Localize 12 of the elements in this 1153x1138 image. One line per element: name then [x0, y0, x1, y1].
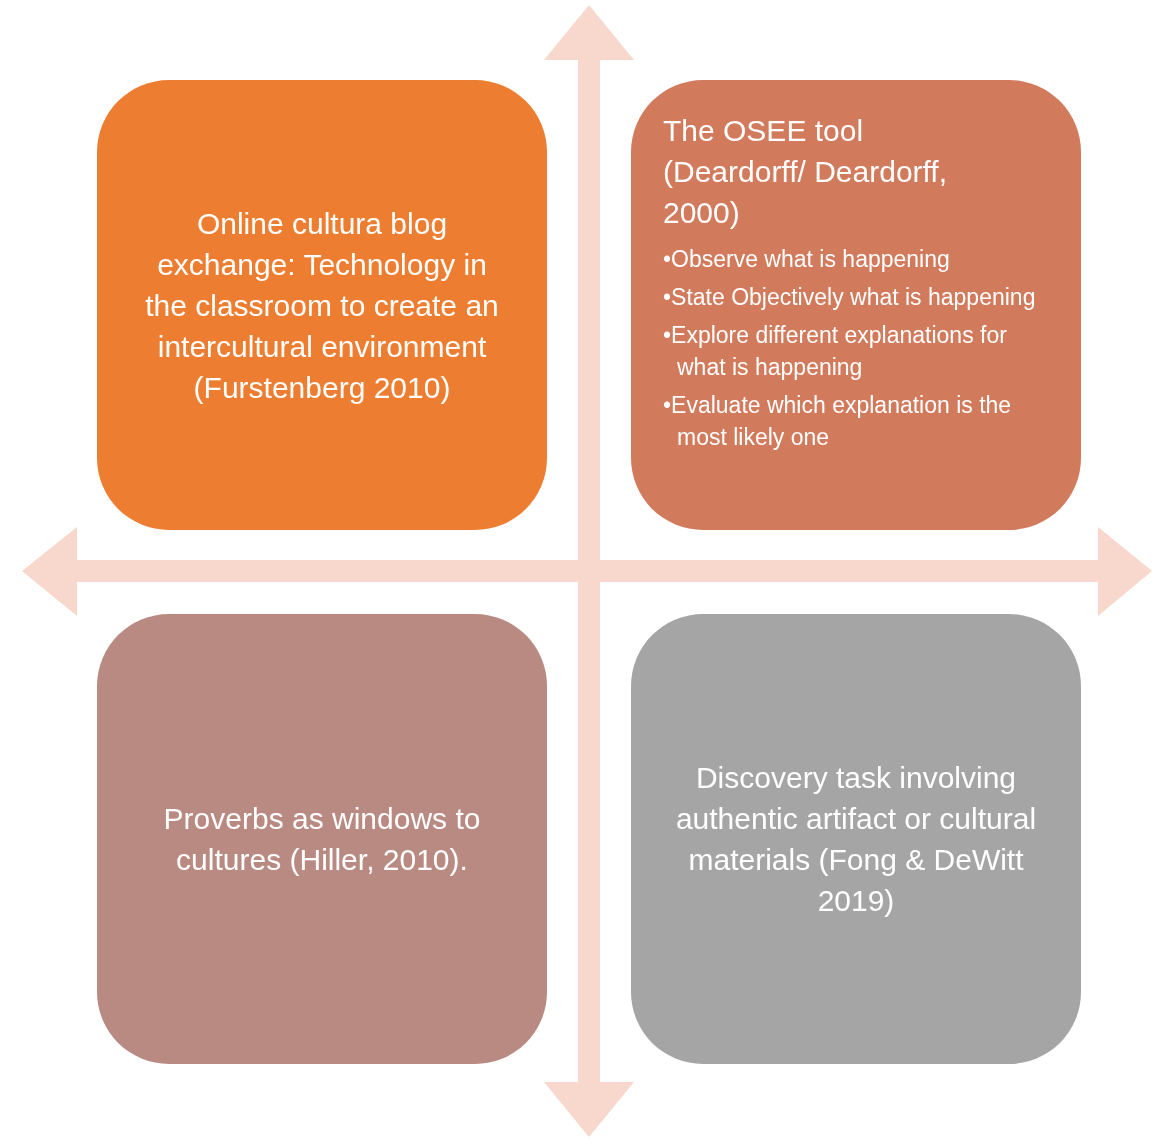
bullet-item: •Explore different explanations for what is happening	[663, 321, 1008, 382]
rounded-box	[631, 80, 1081, 530]
rounded-box	[631, 614, 1081, 1064]
box-text: Online cultura blog exchange: Technology in the classroom to create an intercultural environment (Furstenberg 2010)	[144, 205, 500, 406]
rounded-box	[97, 80, 547, 530]
rounded-box	[97, 614, 547, 1064]
box-text: Proverbs as windows to cultures (Hiller, 2010).	[162, 801, 482, 878]
bullet-item: •Evaluate which explanation is the most likely one	[663, 391, 1013, 452]
box-heading: The OSEE tool (Deardorff/ Deardorff, 2000)	[663, 113, 949, 231]
bullet-item: •State Objectively what is happening	[663, 283, 1037, 312]
box-text: Discovery task involving authentic artifact or cultural materials (Fong & DeWitt 2019)	[675, 760, 1037, 919]
bullet-item: •Observe what is happening	[663, 245, 951, 274]
